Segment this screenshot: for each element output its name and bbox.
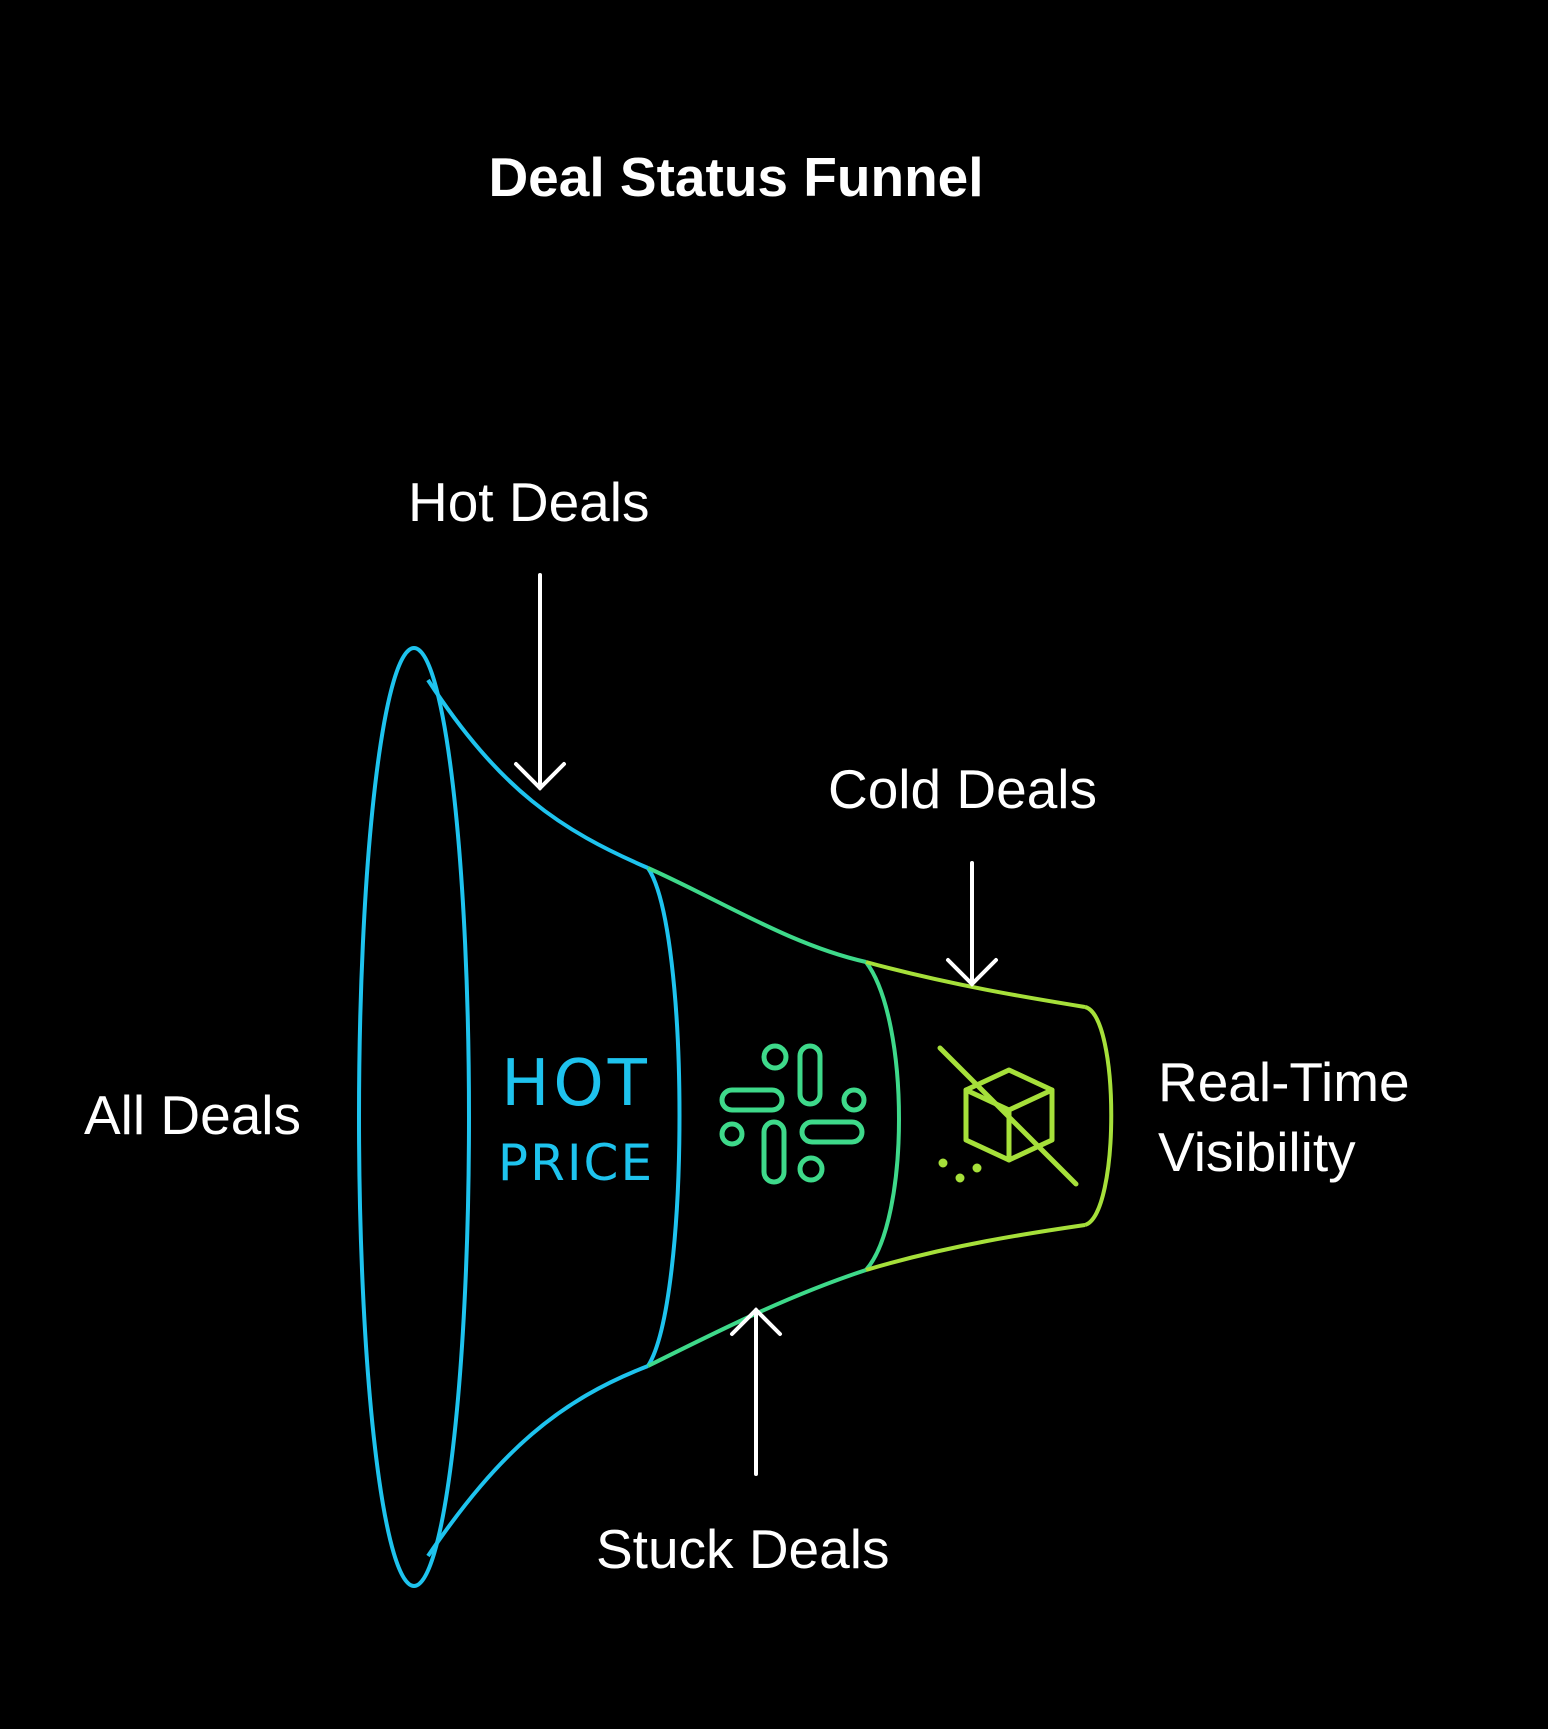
funnel-top-edge-2 xyxy=(647,866,867,964)
funnel-top-edge-1 xyxy=(426,678,649,870)
real-time-label-line1: Real-Time xyxy=(1158,1051,1410,1113)
hot-price-word1: HOT xyxy=(501,1047,651,1121)
funnel-end-cap xyxy=(1084,1005,1114,1227)
funnel-mouth-ellipse xyxy=(357,646,471,1588)
hot-deals-arrow xyxy=(514,573,566,791)
stuck-deals-arrow xyxy=(730,1307,782,1476)
cold-deals-label: Cold Deals xyxy=(828,758,1098,820)
hot-deals-label: Hot Deals xyxy=(408,471,650,533)
funnel-segment-all xyxy=(357,646,682,1588)
cube-crossed-icon xyxy=(937,1045,1079,1187)
slack-logo-icon xyxy=(719,1043,867,1185)
funnel-divider-2 xyxy=(864,960,901,1272)
real-time-visibility-label: Real-Time Visibility xyxy=(1158,1047,1410,1187)
funnel-bottom-edge-1 xyxy=(426,1364,649,1558)
funnel-bottom-edge-3 xyxy=(865,1223,1086,1272)
funnel-top-edge-3 xyxy=(865,960,1086,1009)
funnel-segment-cold xyxy=(865,960,1114,1272)
cold-deals-arrow xyxy=(946,861,998,987)
hot-price-icon: HOT PRICE xyxy=(498,1047,654,1192)
funnel-segment-stuck xyxy=(647,866,901,1368)
funnel-divider-1 xyxy=(646,866,682,1368)
hot-price-word2: PRICE xyxy=(498,1134,654,1192)
stuck-deals-label: Stuck Deals xyxy=(596,1518,890,1580)
all-deals-label: All Deals xyxy=(84,1084,302,1146)
real-time-label-line2: Visibility xyxy=(1158,1121,1356,1183)
diagram-title: Deal Status Funnel xyxy=(488,146,984,208)
